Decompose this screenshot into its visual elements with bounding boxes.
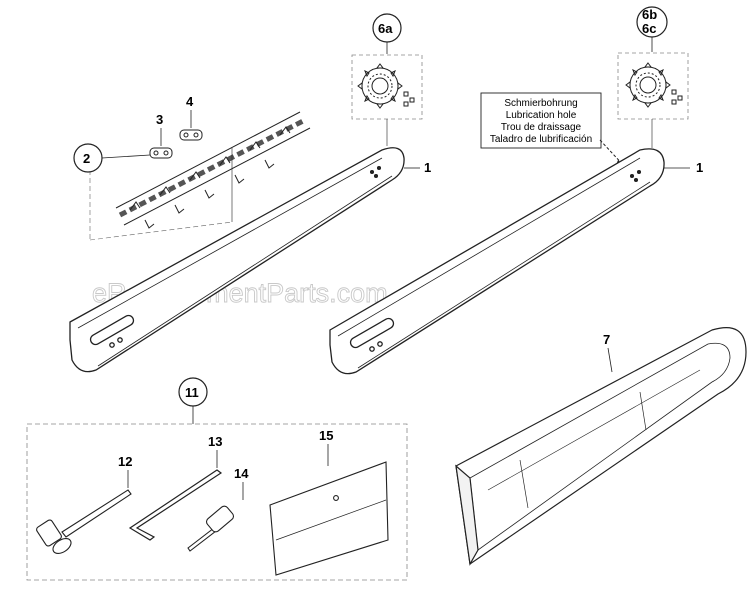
hex-key <box>128 469 223 541</box>
guide-bar-right <box>329 148 665 375</box>
label-part-3: 3 <box>156 112 163 127</box>
guide-bar-left <box>69 147 405 373</box>
sprocket-6a <box>357 63 415 109</box>
label-part-6c: 6c <box>642 21 656 36</box>
label-part-4: 4 <box>186 94 194 109</box>
callout-line-es: Taladro de lubrificación <box>490 134 592 145</box>
bar-cover <box>455 327 747 566</box>
sprocket-6bc-box <box>617 52 689 120</box>
label-part-12: 12 <box>118 454 132 469</box>
chain-dash-line <box>89 221 233 241</box>
label-part-6b: 6b <box>642 7 657 22</box>
callout-line-en: Lubrication hole <box>506 110 577 121</box>
label-part-11: 11 <box>185 385 199 400</box>
label-part-1-left: 1 <box>424 160 431 175</box>
combination-wrench <box>36 489 132 554</box>
callout-line-fr: Trou de draissage <box>501 122 582 133</box>
toolkit-box <box>26 423 408 581</box>
label-part-13: 13 <box>208 434 222 449</box>
leader-7 <box>607 347 613 373</box>
file-guide-plate <box>269 461 389 576</box>
label-part-7: 7 <box>603 332 610 347</box>
lubrication-callout-box <box>480 92 602 149</box>
label-part-2: 2 <box>83 151 90 166</box>
label-part-15: 15 <box>319 428 333 443</box>
callout-line-de: Schmierbohrung <box>504 98 577 109</box>
leader-2 <box>101 154 151 159</box>
chain-link-3 <box>149 147 173 159</box>
label-part-6a: 6a <box>378 21 393 36</box>
screwdriver <box>187 505 235 552</box>
label-part-14: 14 <box>234 466 249 481</box>
saw-chain <box>115 111 311 229</box>
label-part-1-right: 1 <box>696 160 703 175</box>
chain-link-4 <box>179 129 203 141</box>
sprocket-6bc <box>625 62 683 108</box>
